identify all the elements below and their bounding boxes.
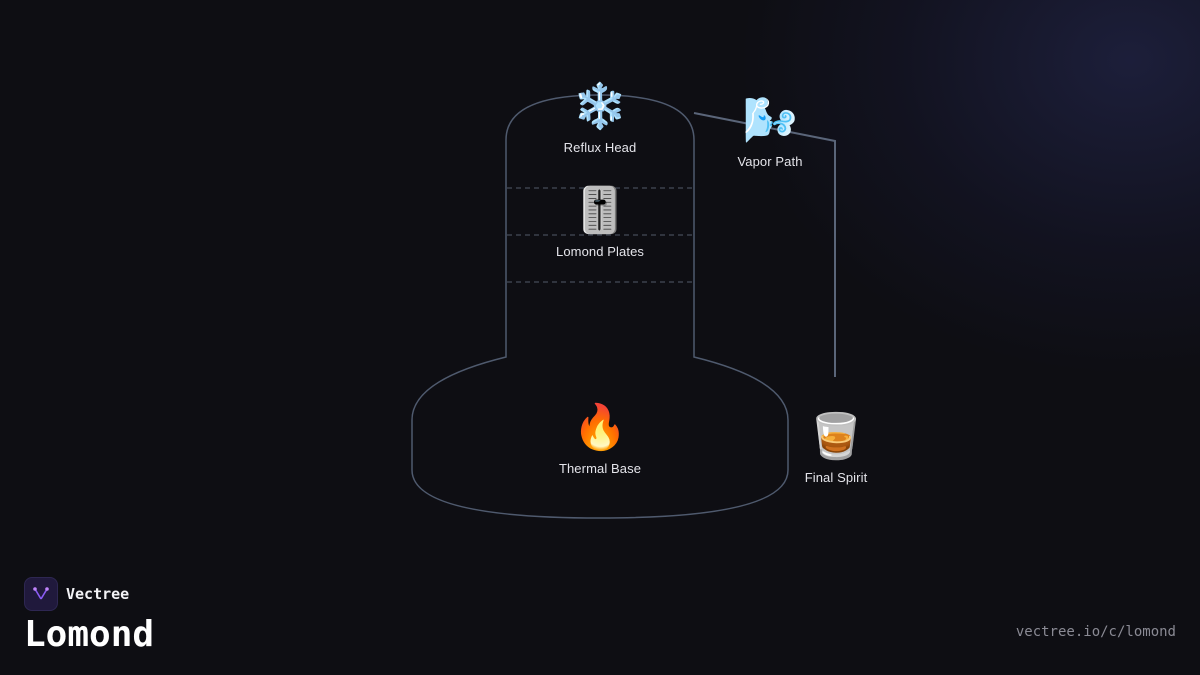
reflux-head-label: Reflux Head [563,140,637,155]
fire-icon: 🔥 [572,403,628,452]
snowflake-icon: ❄️ [572,82,628,131]
level-slider-icon: 🎚️ [572,186,628,235]
lomond-plates-label: Lomond Plates [555,244,645,259]
wind-face-icon: 🌬️ [742,96,798,145]
vapor-path-label: Vapor Path [737,154,803,169]
brand-block: Vectree Lomond [24,577,154,657]
product-title: Lomond [24,614,155,655]
node-final-spirit: 🥃 Final Spirit [756,412,916,485]
node-lomond-plates: 🎚️ Lomond Plates [520,186,680,259]
source-url[interactable]: vectree.io/c/lomond [1015,624,1176,640]
brand-row: Vectree [24,577,154,611]
vapor-line [693,112,836,377]
thermal-base-label: Thermal Base [558,461,642,476]
vectree-logo-icon [24,577,58,611]
node-thermal-base: 🔥 Thermal Base [520,403,680,476]
node-vapor-path: 🌬️ Vapor Path [690,96,850,169]
brand-name: Vectree [66,585,130,603]
still-outline [411,94,789,519]
node-reflux-head: ❄️ Reflux Head [520,82,680,155]
final-spirit-label: Final Spirit [804,470,868,485]
tumbler-glass-icon: 🥃 [808,412,864,461]
